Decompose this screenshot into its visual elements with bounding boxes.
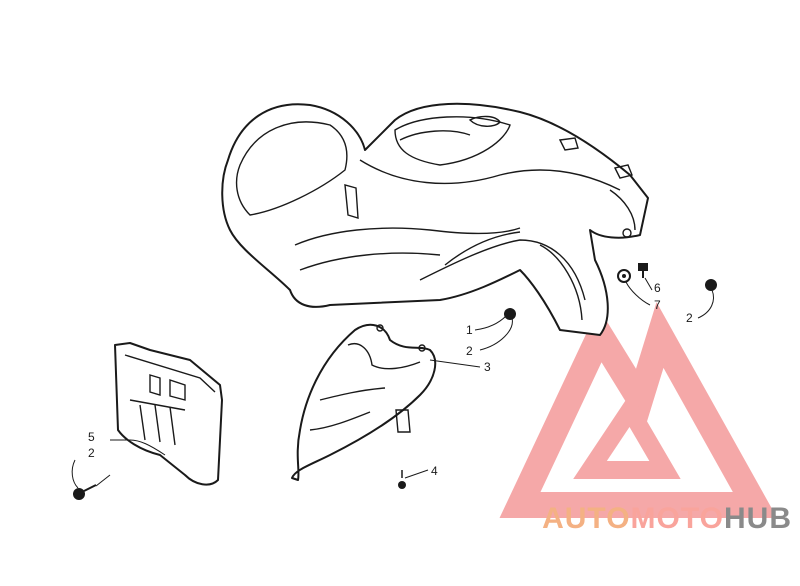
callout-1: 1 bbox=[466, 323, 473, 337]
watermark-part-1: AUTO bbox=[542, 502, 631, 535]
callout-6: 6 bbox=[654, 281, 661, 295]
callout-2-left: 2 bbox=[88, 446, 95, 460]
screw-bottom-icon bbox=[398, 470, 406, 489]
callout-5: 5 bbox=[88, 430, 95, 444]
screw-center-icon bbox=[504, 308, 516, 320]
side-footrest-panel bbox=[114, 342, 223, 486]
callout-4: 4 bbox=[431, 464, 438, 478]
screw-right-icon bbox=[705, 279, 717, 291]
bolt-icon bbox=[638, 263, 648, 278]
watermark-part-3: HUB bbox=[724, 502, 792, 535]
callout-2-center: 2 bbox=[466, 344, 473, 358]
watermark-part-2: MOTO bbox=[630, 502, 724, 535]
front-nose-panel bbox=[291, 323, 437, 481]
callout-3: 3 bbox=[484, 360, 491, 374]
screw-left-icon bbox=[73, 484, 97, 500]
callout-2-right: 2 bbox=[686, 311, 693, 325]
nut-icon bbox=[617, 269, 631, 283]
watermark-logo-icon bbox=[499, 302, 778, 518]
callout-7: 7 bbox=[654, 298, 661, 312]
watermark-text: AUTOMOTOHUB bbox=[542, 502, 792, 536]
front-fender-body bbox=[221, 102, 649, 336]
